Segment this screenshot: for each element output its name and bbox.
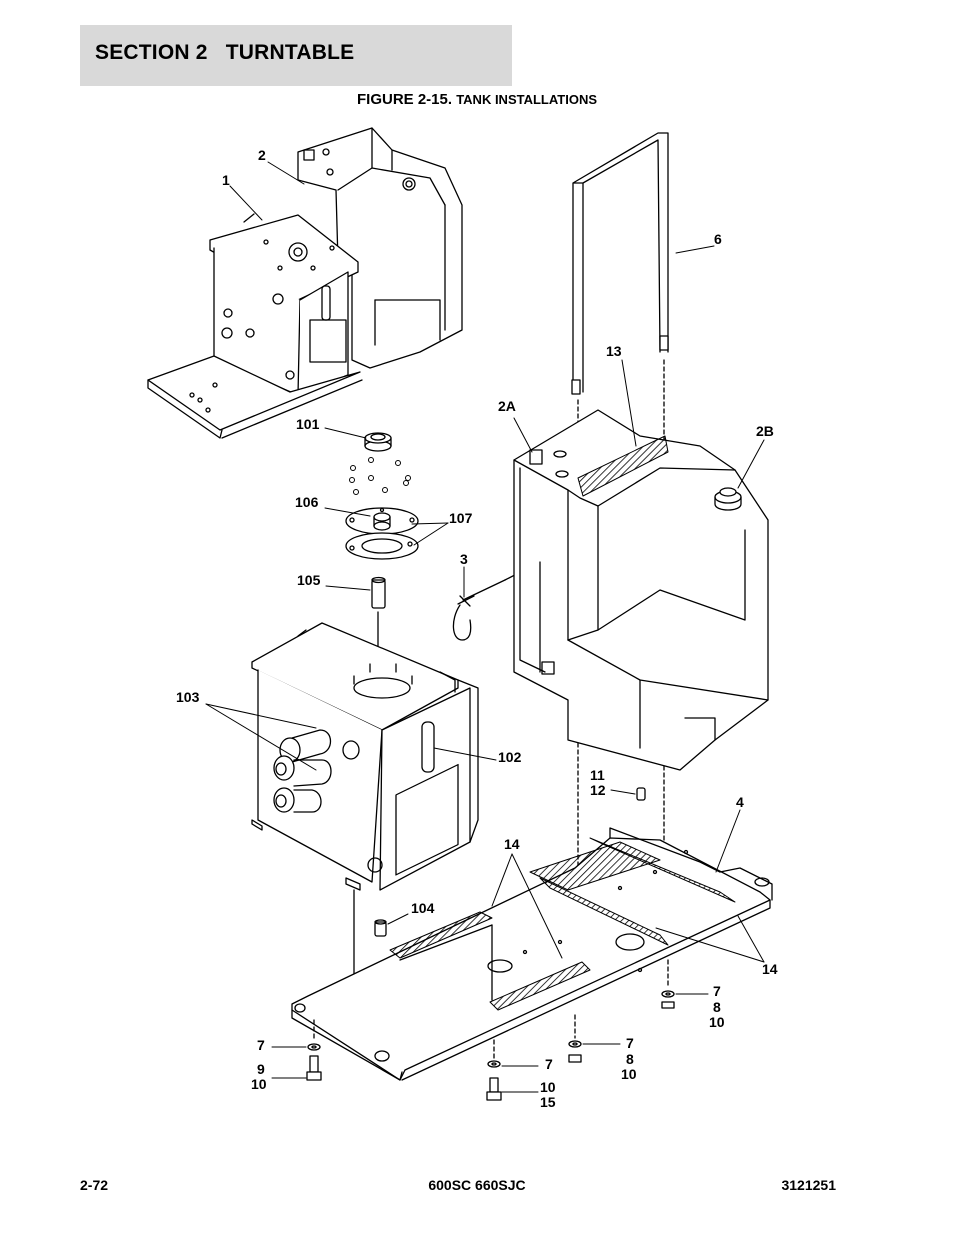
callouts: 2 1 6 13 2A 2B 101 106 107 3 105 103 102… bbox=[176, 147, 778, 1110]
section-title: SECTION 2 TURNTABLE bbox=[95, 41, 355, 64]
filler-cap-101 bbox=[364, 432, 392, 452]
callout-15-c: 15 bbox=[540, 1094, 556, 1110]
base-plate-4 bbox=[291, 827, 773, 1081]
assembled-tank-view bbox=[147, 127, 463, 439]
callout-6: 6 bbox=[714, 231, 722, 247]
callout-10-a: 10 bbox=[709, 1014, 725, 1030]
callout-3: 3 bbox=[460, 551, 468, 567]
callout-105: 105 bbox=[297, 572, 321, 588]
figure-number: FIGURE 2-15. bbox=[356, 91, 453, 108]
section-header-band bbox=[80, 25, 512, 86]
figure-name: TANK INSTALLATIONS bbox=[456, 92, 598, 107]
callout-2b: 2B bbox=[756, 423, 774, 439]
callout-10-d: 10 bbox=[621, 1066, 637, 1082]
hydraulic-tank-102 bbox=[251, 622, 479, 891]
callout-2a: 2A bbox=[498, 398, 516, 414]
callout-14-right: 14 bbox=[762, 961, 778, 977]
callout-10-b: 10 bbox=[251, 1076, 267, 1092]
flange-gasket-106-107 bbox=[345, 507, 419, 560]
leader-lines bbox=[205, 161, 765, 1093]
page-number: 2-72 bbox=[80, 1177, 109, 1193]
callout-106: 106 bbox=[295, 494, 319, 510]
callout-8-a: 8 bbox=[713, 999, 721, 1015]
hardware-stack-center bbox=[486, 1039, 502, 1101]
callout-10-c: 10 bbox=[540, 1079, 556, 1095]
callout-4: 4 bbox=[736, 794, 744, 810]
callout-7-a: 7 bbox=[713, 983, 721, 999]
callout-1: 1 bbox=[222, 172, 230, 188]
mounting-bolts bbox=[349, 457, 411, 495]
callout-107: 107 bbox=[449, 510, 473, 526]
callout-7-b: 7 bbox=[257, 1037, 265, 1053]
callout-102: 102 bbox=[498, 749, 522, 765]
callout-103: 103 bbox=[176, 689, 200, 705]
hardware-stack-mid bbox=[568, 1014, 582, 1063]
callout-8-d: 8 bbox=[626, 1051, 634, 1067]
callout-7-d: 7 bbox=[626, 1035, 634, 1051]
hardware-stack-left bbox=[306, 1019, 322, 1081]
callout-9-b: 9 bbox=[257, 1061, 265, 1077]
callout-7-c: 7 bbox=[545, 1056, 553, 1072]
hardware-stack-right bbox=[661, 959, 675, 1009]
callout-11: 11 bbox=[590, 767, 605, 783]
model-number: 600SC 660SJC bbox=[428, 1177, 526, 1193]
callout-13: 13 bbox=[606, 343, 622, 359]
manual-part-number: 3121251 bbox=[781, 1177, 836, 1193]
callout-104: 104 bbox=[411, 900, 435, 916]
callout-2: 2 bbox=[258, 147, 266, 163]
figure-title: FIGURE 2-15. TANK INSTALLATIONS bbox=[0, 91, 954, 108]
spacer-11-12 bbox=[636, 787, 646, 801]
callout-101: 101 bbox=[296, 416, 320, 432]
callout-12: 12 bbox=[590, 782, 606, 798]
callout-14-top: 14 bbox=[504, 836, 520, 852]
fuel-tank-2 bbox=[513, 409, 769, 771]
